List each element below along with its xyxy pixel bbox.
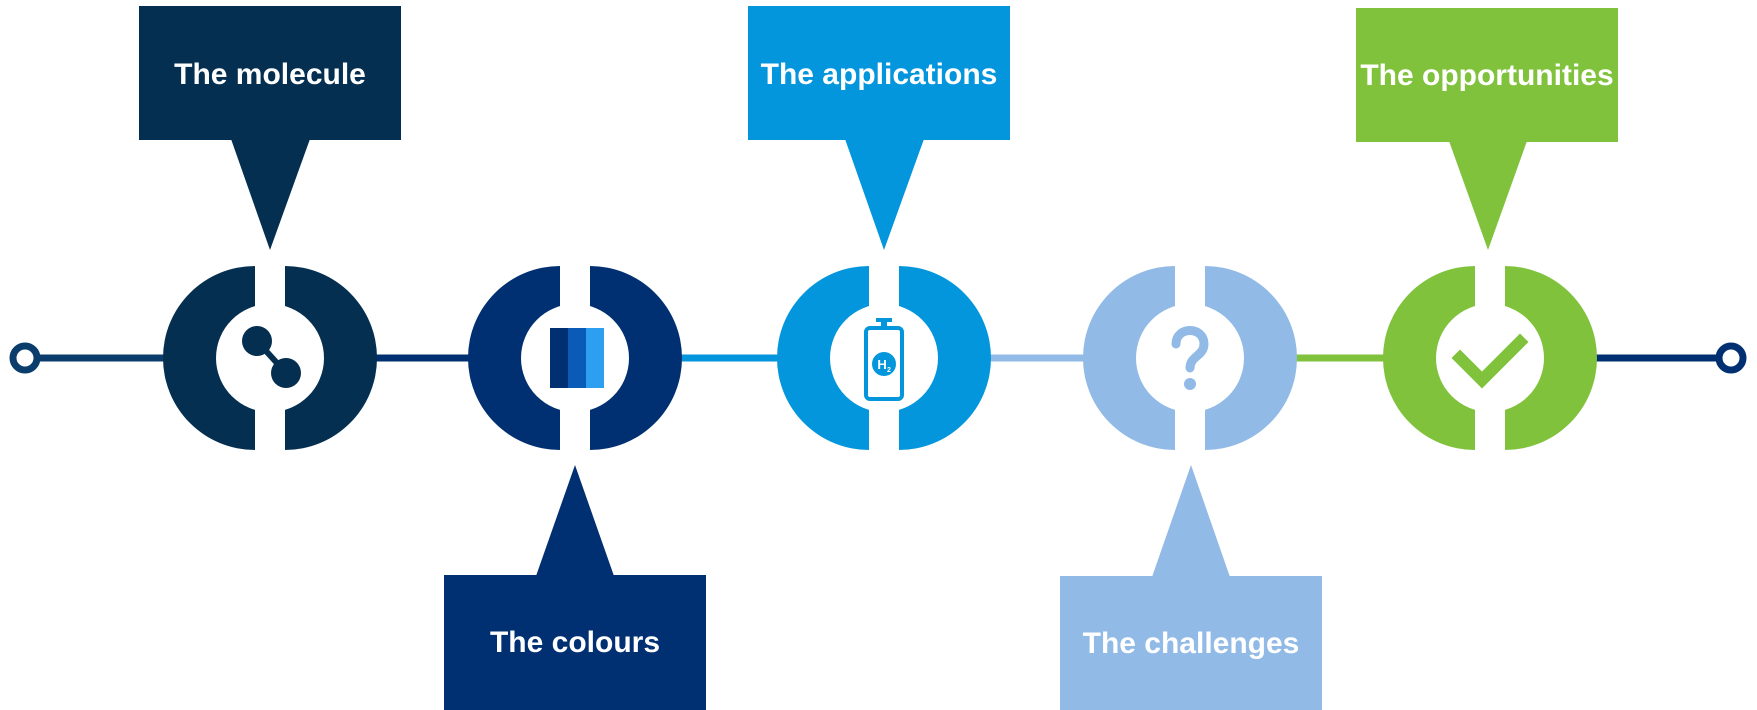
callout-pointer (1152, 465, 1230, 577)
step-node-challenges (1083, 266, 1297, 450)
callout-label-opportunities: The opportunities (1360, 59, 1613, 92)
callout-pointer (1449, 141, 1527, 250)
callout-box (748, 6, 1010, 140)
callout-label-applications: The applications (761, 58, 998, 91)
callout-label-challenges: The challenges (1083, 627, 1300, 660)
node-ring-right (1505, 266, 1597, 450)
step-node-applications: H 2 (777, 266, 991, 450)
node-ring-right (1205, 266, 1297, 450)
timeline-end-point (1715, 342, 1747, 374)
callout-colours: The colours (444, 465, 706, 710)
checkmark-icon (1451, 333, 1529, 389)
node-ring-left (777, 266, 869, 450)
question-mark-icon (1171, 326, 1209, 390)
callout-pointer (231, 139, 310, 250)
hydrogen-tank-icon: H 2 (864, 318, 904, 401)
step-molecule: The molecule (139, 6, 401, 450)
callout-label-molecule: The molecule (174, 58, 366, 91)
node-ring-left (1383, 266, 1475, 450)
step-node-opportunities (1383, 266, 1597, 450)
callout-challenges: The challenges (1060, 465, 1322, 710)
colour-swatches-icon (550, 328, 604, 388)
callout-box (1356, 8, 1618, 142)
molecule-icon (242, 326, 301, 388)
hydrogen-subscript: 2 (887, 367, 891, 374)
callout-molecule: The molecule (139, 6, 401, 250)
callout-applications: The applications (748, 6, 1010, 250)
callout-box (1060, 576, 1322, 710)
node-ring-left (1083, 266, 1175, 450)
callout-pointer (536, 465, 614, 576)
step-opportunities: The opportunities (1356, 8, 1618, 450)
callout-box (444, 575, 706, 710)
callout-opportunities: The opportunities (1356, 8, 1618, 250)
step-challenges: The challenges (1060, 266, 1322, 710)
node-ring-right (590, 266, 682, 450)
node-ring-left (468, 266, 560, 450)
step-colours: The colours (444, 266, 706, 710)
callout-label-colours: The colours (490, 626, 660, 659)
callout-box (139, 6, 401, 140)
step-node-molecule (163, 266, 377, 450)
timeline-start-point (9, 342, 41, 374)
node-ring-right (899, 266, 991, 450)
callout-pointer (845, 139, 924, 250)
node-ring-left (163, 266, 255, 450)
node-inner (1436, 304, 1544, 412)
hydrogen-label: H (877, 357, 886, 372)
step-applications: The applications H 2 (748, 6, 1010, 450)
step-node-colours (468, 266, 682, 450)
node-ring-right (285, 266, 377, 450)
